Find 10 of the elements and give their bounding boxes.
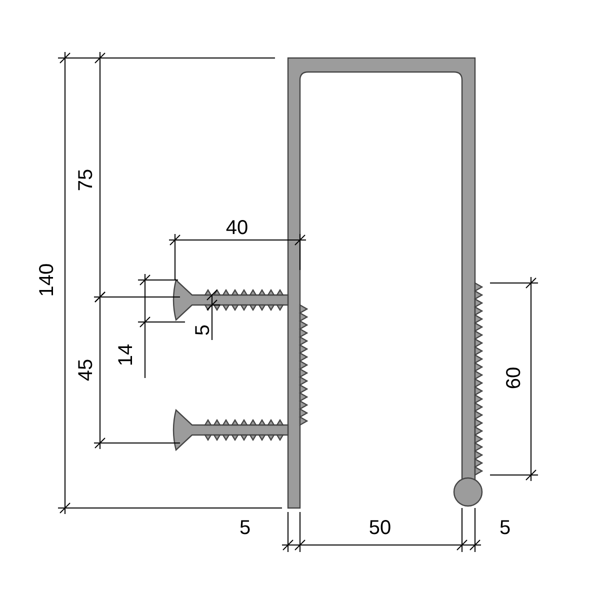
dimension-label: 75: [76, 168, 96, 192]
dimension-label: 14: [116, 344, 136, 366]
dimension-label: 140: [37, 263, 57, 297]
dimension-label: 60: [504, 366, 524, 390]
dimension-label: 5: [193, 324, 213, 336]
dimension-label: 5: [499, 518, 511, 538]
dimension-label: 5: [239, 518, 251, 538]
dimension-label: 50: [368, 518, 392, 538]
dimension-label: 40: [226, 218, 248, 238]
dimension-label: 45: [76, 358, 96, 382]
